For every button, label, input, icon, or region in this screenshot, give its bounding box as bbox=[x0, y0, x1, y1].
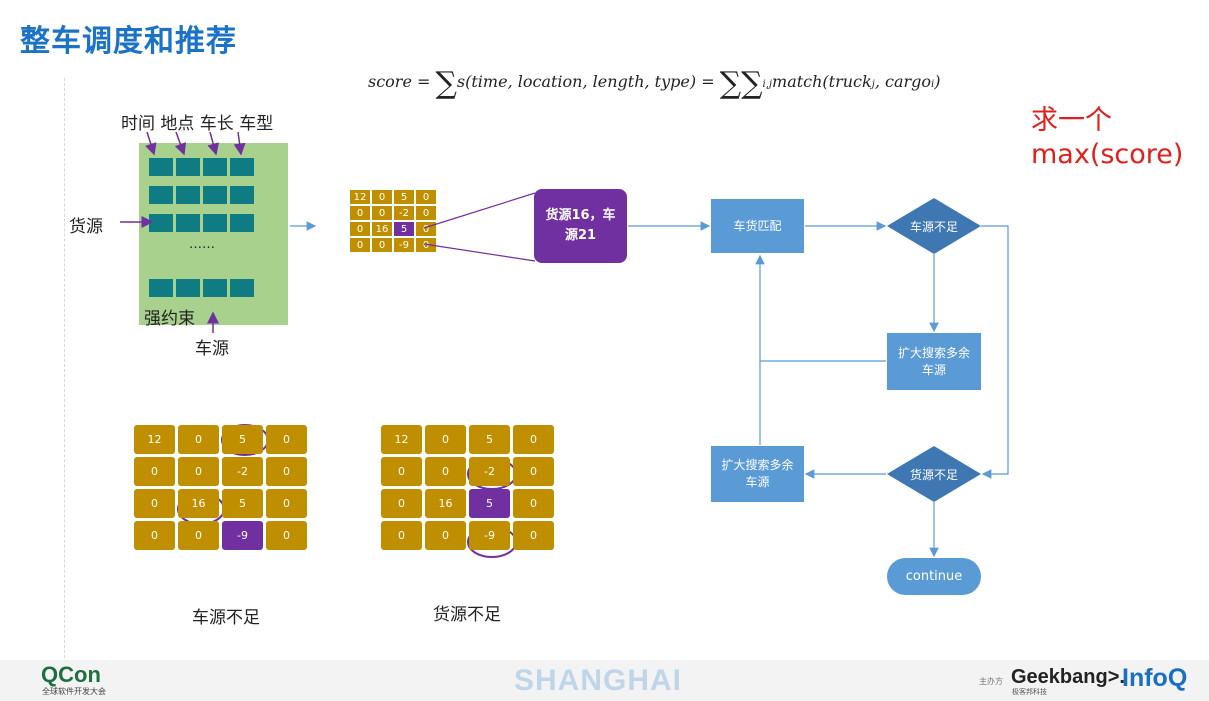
geekbang-logo: Geekbang>. bbox=[1011, 666, 1125, 688]
cargo-short-diamond bbox=[887, 446, 981, 502]
cargo-row bbox=[149, 214, 254, 232]
truck-short-diamond bbox=[887, 198, 981, 254]
match-result-box: 货源16，车源21 bbox=[534, 189, 627, 263]
divider bbox=[64, 78, 65, 658]
expand-truck-node: 扩大搜索多余车源 bbox=[887, 333, 981, 390]
truck-short-label: 车源不足 bbox=[909, 220, 958, 234]
cargo-row bbox=[149, 186, 254, 204]
city-watermark: SHANGHAI bbox=[514, 664, 683, 697]
qcon-logo: QCon bbox=[41, 662, 101, 687]
goal-text: 求一个 max(score) bbox=[1031, 105, 1184, 170]
continue-node: continue bbox=[887, 558, 981, 595]
host-label: 主办方 bbox=[979, 677, 1003, 686]
match-node: 车货匹配 bbox=[711, 199, 804, 253]
attributes-header: 时间 地点 车长 车型 bbox=[121, 114, 274, 134]
expand-left-node: 扩大搜索多余车源 bbox=[711, 446, 804, 502]
infoq-logo: InfoQ bbox=[1122, 664, 1188, 692]
cargo-row bbox=[149, 158, 254, 176]
cargo-source-label: 货源 bbox=[69, 217, 103, 237]
constraint-box: …… 强约束 bbox=[139, 143, 288, 329]
truck-source-label: 车源 bbox=[195, 339, 229, 359]
constraint-label: 强约束 bbox=[144, 309, 195, 329]
matrix-b-caption: 货源不足 bbox=[433, 605, 501, 625]
cargo-short-label: 货源不足 bbox=[909, 468, 958, 482]
qcon-subtitle: 全球软件开发大会 bbox=[42, 687, 106, 696]
cargo-row bbox=[149, 279, 254, 297]
score-formula: score = ∑s(time, location, length, type)… bbox=[368, 66, 941, 101]
matrix-a-caption: 车源不足 bbox=[192, 608, 260, 628]
page-title: 整车调度和推荐 bbox=[20, 24, 237, 59]
ellipsis: …… bbox=[189, 237, 215, 252]
geekbang-subtitle: 极客邦科技 bbox=[1012, 688, 1047, 696]
footer-bar bbox=[0, 660, 1209, 701]
